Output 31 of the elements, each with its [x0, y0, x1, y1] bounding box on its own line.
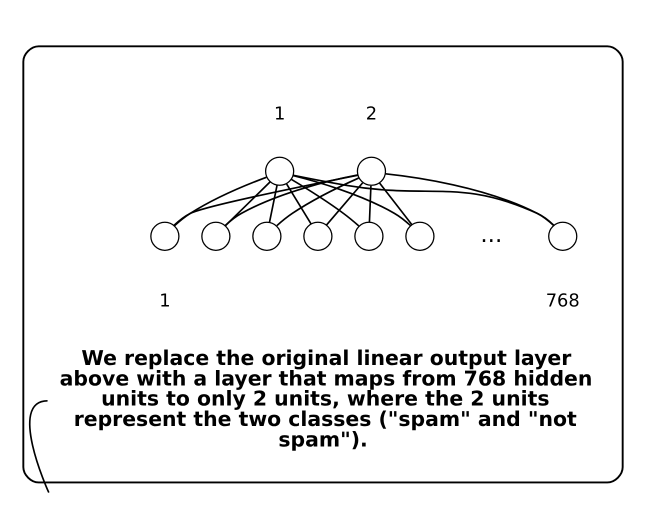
cluster [22, 45, 624, 484]
connector [173, 174, 358, 226]
node-circle [356, 156, 386, 186]
connector [368, 186, 372, 222]
connector [276, 177, 359, 226]
connector [286, 184, 312, 224]
node-circle [354, 222, 384, 251]
connector [268, 185, 278, 223]
node-label: 1 [159, 290, 171, 312]
connector [326, 182, 364, 226]
connector [385, 172, 554, 226]
connector [174, 176, 267, 227]
connector [293, 174, 554, 226]
node-circle [264, 156, 294, 186]
connector [290, 178, 360, 226]
node-circle [405, 222, 435, 251]
node-circle [201, 222, 231, 251]
node-text: We replace the original linear output layer above with a layer that maps from 768 hidden units to only 2 units, where the 2 units represent the two classes ("spam" and "not spam"). [60, 346, 592, 452]
connector [28, 400, 50, 493]
connector [292, 174, 412, 226]
node-label: 1 [274, 103, 286, 124]
node-circle [548, 222, 578, 251]
node-label: 768 [546, 290, 580, 312]
label: ... [480, 222, 502, 248]
node-circle [150, 222, 180, 251]
node-circle [252, 222, 282, 251]
connector [378, 182, 412, 225]
connector [224, 174, 358, 226]
node-circle [303, 222, 333, 251]
connector [224, 181, 271, 226]
node-label: 2 [366, 103, 378, 124]
